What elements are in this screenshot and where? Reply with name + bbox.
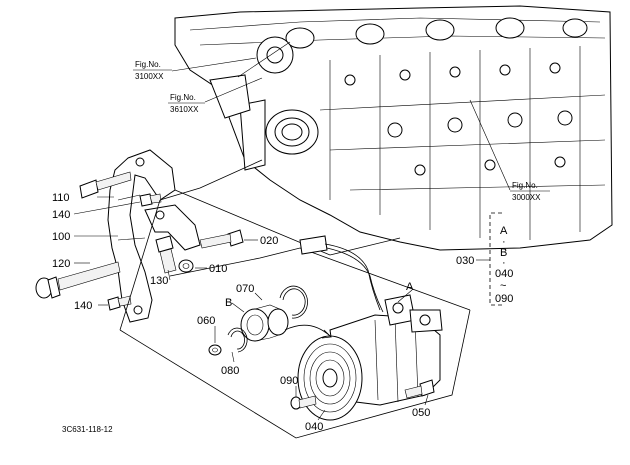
fig-ref-3100-line1: Fig.No. xyxy=(135,60,161,69)
bracket-100 xyxy=(107,149,201,323)
fig-ref-3000: Fig.No. 3000XX xyxy=(510,181,550,202)
callout-090: 090 xyxy=(280,375,298,387)
legend-a: A xyxy=(500,225,508,237)
callout-140-upper: 140 xyxy=(52,209,70,221)
arrow-head xyxy=(321,329,332,339)
fig-ref-3100-line2: 3100XX xyxy=(135,72,164,81)
callout-100: 100 xyxy=(52,231,70,243)
snap-ring-080 xyxy=(227,327,248,353)
bolt-020 xyxy=(199,229,244,249)
install-arrow xyxy=(284,324,331,337)
bolt-120 xyxy=(35,261,121,299)
variant-legend: A · B · 040 ~ 090 xyxy=(495,225,513,305)
callout-080: 080 xyxy=(221,365,239,377)
stud-130 xyxy=(155,235,177,274)
callout-040: 040 xyxy=(305,421,323,433)
callout-140-lower: 140 xyxy=(74,300,92,312)
callout-050: 050 xyxy=(412,407,430,419)
fig-ref-3610: Fig.No. 3610XX xyxy=(168,93,205,114)
callout-060: 060 xyxy=(197,315,215,327)
legend-b: B xyxy=(500,247,507,259)
wire-harness xyxy=(299,235,384,313)
callout-070: 070 xyxy=(236,283,254,295)
leader-lines xyxy=(73,41,511,421)
bearing-070 xyxy=(240,304,289,342)
bolt-090 xyxy=(290,395,317,410)
callout-130: 130 xyxy=(150,275,168,287)
legend-tilde: ~ xyxy=(500,280,506,292)
fig-ref-3000-line2: 3000XX xyxy=(512,193,541,202)
legend-dot-1: · xyxy=(502,236,506,248)
legend-dot-2: · xyxy=(502,257,506,269)
fig-ref-3610-line2: 3610XX xyxy=(170,105,199,114)
bolt-140-upper xyxy=(139,193,162,207)
drawing-code: 3C631-118-12 xyxy=(62,425,113,434)
callout-030: 030 xyxy=(456,255,474,267)
callout-ref-b: B xyxy=(225,297,232,309)
callout-120: 120 xyxy=(52,258,70,270)
fig-ref-3100: Fig.No. 3100XX xyxy=(133,60,172,81)
fig-ref-3000-line1: Fig.No. xyxy=(512,181,538,190)
variant-bracket xyxy=(489,212,502,306)
engine-block xyxy=(174,5,613,251)
nut-060 xyxy=(208,344,222,356)
bolt-110 xyxy=(79,171,132,199)
legend-090: 090 xyxy=(495,293,513,305)
callout-010: 010 xyxy=(209,263,227,275)
compressor-040 xyxy=(297,294,443,421)
nut-010 xyxy=(178,259,194,273)
assembly-boundary xyxy=(119,159,471,439)
callout-020: 020 xyxy=(260,235,278,247)
legend-040: 040 xyxy=(495,268,513,280)
fig-ref-3610-line1: Fig.No. xyxy=(170,93,196,102)
bolt-050 xyxy=(404,379,435,399)
callout-ref-a: A xyxy=(406,281,414,293)
callout-110: 110 xyxy=(52,192,70,204)
